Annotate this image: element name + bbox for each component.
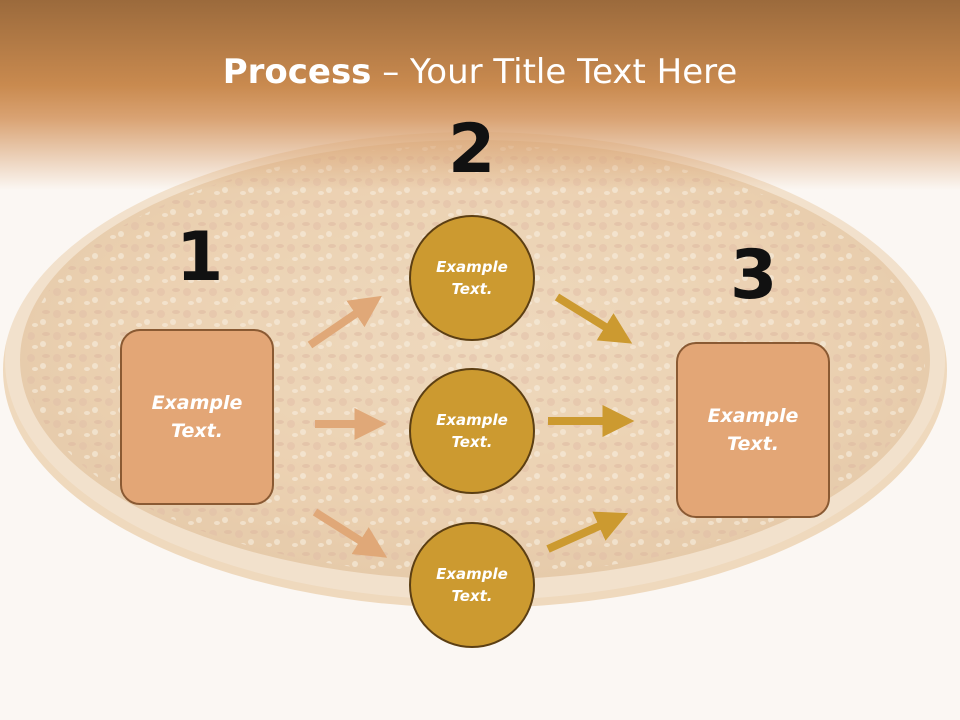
step-number-3: 3 bbox=[730, 236, 778, 315]
title-bold: Process bbox=[222, 52, 372, 92]
step-number-1: 1 bbox=[176, 218, 224, 297]
step-3-label: Example Text. bbox=[707, 404, 799, 456]
step-2-circle-top: Example Text. bbox=[409, 215, 535, 341]
step-3-box: Example Text. bbox=[676, 342, 830, 518]
arrow-left-up bbox=[307, 295, 382, 349]
arrow-right-down bbox=[546, 511, 629, 553]
arrow-left-down bbox=[312, 508, 388, 558]
step-2-circle-middle: Example Text. bbox=[409, 368, 535, 494]
circle-top-label: Example Text. bbox=[436, 257, 508, 299]
step-1-label: Example Text. bbox=[151, 391, 243, 443]
circle-bottom-label: Example Text. bbox=[436, 564, 508, 606]
step-1-box: Example Text. bbox=[120, 329, 274, 505]
step-2-circle-bottom: Example Text. bbox=[409, 522, 535, 648]
arrow-right-up bbox=[554, 293, 633, 344]
title-banner bbox=[0, 0, 960, 190]
slide-title: Process – Your Title Text Here bbox=[0, 52, 960, 92]
circle-middle-label: Example Text. bbox=[436, 410, 508, 452]
step-number-2: 2 bbox=[448, 110, 496, 189]
title-rest: – Your Title Text Here bbox=[371, 52, 738, 92]
